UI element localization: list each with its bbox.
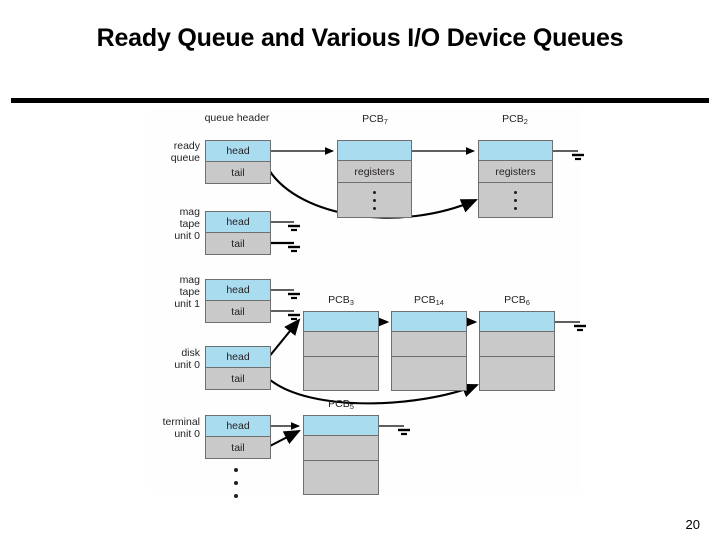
pcb-pointer-segment	[392, 312, 466, 332]
pcb-vertical-ellipsis	[514, 183, 517, 217]
ellipsis-dot	[234, 468, 238, 472]
pcb-caption-subscript: 3	[349, 298, 354, 307]
pcb-body-segment	[480, 332, 554, 357]
pcb-registers-segment: registers	[338, 161, 411, 183]
queue-label-terminal-unit-0: terminal unit 0	[132, 416, 200, 441]
pcb-block-7[interactable]: registers	[337, 140, 412, 218]
ground-symbol-magtape1-head	[288, 292, 300, 300]
queue-label-line: unit 0	[174, 427, 200, 440]
pcb-body-segment	[480, 357, 554, 390]
queue-label-line: unit 0	[174, 229, 200, 242]
pcb-block-6[interactable]	[479, 311, 555, 391]
diagram-caption-pcb-6: PCB6	[479, 294, 555, 307]
queue-label-mag-tape-unit-0: mag tape unit 0	[148, 206, 200, 242]
queue-label-line: mag	[179, 206, 200, 218]
ground-symbol-pcb6	[574, 324, 586, 332]
pcb-registers-segment: registers	[479, 161, 552, 183]
queue-header-disk-unit-0[interactable]: head tail	[205, 346, 271, 390]
page-number: 20	[685, 517, 700, 532]
ground-symbol-magtape0-head	[288, 224, 300, 232]
pcb-body-segment	[304, 332, 378, 357]
pcb-caption-text: PCB	[504, 294, 526, 306]
ground-symbol-magtape0-tail	[288, 245, 300, 253]
ellipsis-dot	[234, 494, 238, 498]
pcb-caption-subscript: 6	[525, 298, 530, 307]
queue-label-line: tape	[179, 217, 200, 230]
pcb-body-segment	[392, 332, 466, 357]
pcb-body-segment	[304, 461, 378, 494]
ellipsis-dot	[373, 198, 376, 202]
pcb-caption-text: PCB	[502, 113, 524, 125]
queue-tail-cell[interactable]: tail	[206, 162, 270, 183]
queue-tail-cell[interactable]: tail	[206, 301, 270, 322]
queue-label-line: tape	[179, 285, 200, 298]
pcb-body-segment	[304, 357, 378, 390]
diagram-caption-pcb-14: PCB14	[391, 294, 467, 307]
queue-label-line: unit 1	[174, 297, 200, 310]
pcb-caption-text: PCB	[414, 294, 436, 306]
pcb-caption-subscript: 5	[349, 402, 354, 411]
queue-label-ready-queue: ready queue	[150, 140, 200, 165]
pcb-caption-subscript: 7	[383, 117, 388, 126]
pcb-caption-subscript: 2	[523, 117, 528, 126]
ellipsis-dot	[373, 206, 376, 210]
queue-head-cell[interactable]: head	[206, 347, 270, 368]
pcb-caption-text: PCB	[328, 294, 350, 306]
pcb-block-3[interactable]	[303, 311, 379, 391]
ellipsis-dot	[514, 190, 517, 194]
queue-label-line: disk	[181, 347, 200, 359]
ellipsis-dot	[373, 190, 376, 194]
queue-head-cell[interactable]: head	[206, 416, 270, 437]
queue-header-mag-tape-unit-0[interactable]: head tail	[205, 211, 271, 255]
diagram-caption-queue-header: queue header	[204, 112, 270, 124]
diagram-caption-pcb-2: PCB2	[450, 113, 580, 126]
queue-label-line: terminal	[162, 416, 200, 428]
queue-label-line: ready	[173, 140, 200, 152]
queue-tail-cell[interactable]: tail	[206, 233, 270, 254]
queue-label-mag-tape-unit-1: mag tape unit 1	[148, 274, 200, 310]
pcb-block-5[interactable]	[303, 415, 379, 495]
queue-list-ellipsis	[234, 468, 238, 498]
ground-symbol-magtape1-tail	[288, 313, 300, 321]
title-divider	[11, 98, 709, 103]
queue-head-cell[interactable]: head	[206, 212, 270, 233]
diagram-caption-pcb-7: PCB7	[310, 113, 440, 126]
ellipsis-dot	[514, 206, 517, 210]
pcb-block-2[interactable]: registers	[478, 140, 553, 218]
ground-symbol-pcb2	[572, 153, 584, 161]
pcb-pointer-segment	[304, 312, 378, 332]
queue-label-line: queue	[170, 151, 200, 164]
pcb-caption-subscript: 14	[435, 298, 444, 307]
pcb-block-14[interactable]	[391, 311, 467, 391]
pcb-body-segment	[304, 436, 378, 461]
queue-label-disk-unit-0: disk unit 0	[148, 347, 200, 372]
queue-header-terminal-unit-0[interactable]: head tail	[205, 415, 271, 459]
pcb-pointer-segment	[304, 416, 378, 436]
pcb-pointer-segment	[480, 312, 554, 332]
ground-symbol-pcb5	[398, 428, 410, 436]
pcb-pointer-segment	[338, 141, 411, 161]
diagram-caption-pcb-5: PCB5	[303, 398, 379, 411]
pcb-caption-text: PCB	[362, 113, 384, 125]
queue-label-line: mag	[179, 274, 200, 286]
pcb-ellipsis-segment	[338, 183, 411, 217]
queue-tail-cell[interactable]: tail	[206, 437, 270, 458]
ellipsis-dot	[514, 198, 517, 202]
queue-header-mag-tape-unit-1[interactable]: head tail	[205, 279, 271, 323]
diagram-caption-pcb-3: PCB3	[303, 294, 379, 307]
pcb-ellipsis-segment	[479, 183, 552, 217]
queue-head-cell[interactable]: head	[206, 141, 270, 162]
pcb-pointer-segment	[479, 141, 552, 161]
page-title: Ready Queue and Various I/O Device Queue…	[96, 24, 624, 52]
queue-header-ready-queue[interactable]: head tail	[205, 140, 271, 184]
pcb-vertical-ellipsis	[373, 183, 376, 217]
pcb-caption-text: PCB	[328, 398, 350, 410]
ellipsis-dot	[234, 481, 238, 485]
queue-head-cell[interactable]: head	[206, 280, 270, 301]
queue-diagram: queue header PCB7 PCB2 ready queue mag t…	[0, 108, 720, 500]
queue-label-line: unit 0	[174, 358, 200, 371]
pcb-body-segment	[392, 357, 466, 390]
queue-tail-cell[interactable]: tail	[206, 368, 270, 389]
